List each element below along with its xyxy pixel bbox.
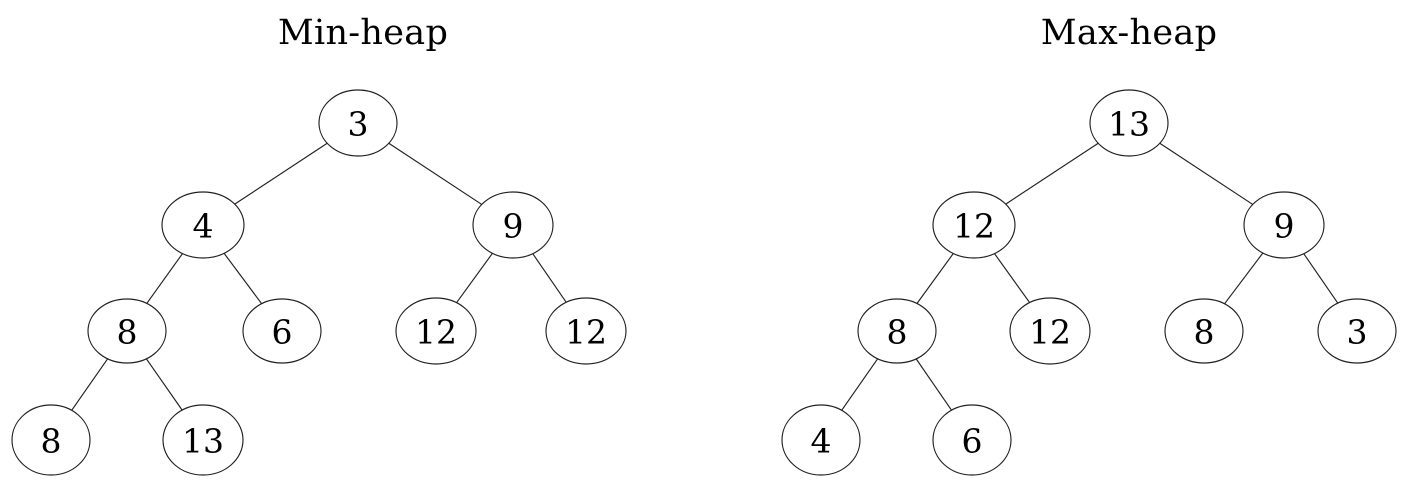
tree-edge xyxy=(234,142,328,205)
tree-edge xyxy=(145,358,183,411)
tree-node[interactable]: 8 xyxy=(87,298,167,364)
node-value-label: 8 xyxy=(1194,313,1215,352)
node-value-label: 3 xyxy=(1347,313,1368,352)
tree-edge xyxy=(915,358,952,411)
tree-node[interactable]: 6 xyxy=(242,298,322,364)
tree-node[interactable]: 12 xyxy=(932,191,1016,259)
tree-node[interactable]: 13 xyxy=(162,404,244,476)
tree-edge xyxy=(71,358,109,411)
node-circle xyxy=(395,297,477,365)
tree-node[interactable]: 12 xyxy=(1009,297,1091,365)
node-value-label: 3 xyxy=(348,105,369,144)
tree-edge xyxy=(388,142,483,205)
tree-node[interactable]: 9 xyxy=(1243,191,1325,259)
tree-node[interactable]: 4 xyxy=(161,191,245,259)
tree-edge xyxy=(532,253,567,303)
node-value-label: 12 xyxy=(565,313,607,352)
node-circle xyxy=(1164,298,1244,364)
tree-node[interactable]: 8 xyxy=(857,298,937,364)
node-circle xyxy=(318,89,398,157)
node-circle xyxy=(87,298,167,364)
node-value-label: 9 xyxy=(1274,207,1295,246)
node-circle xyxy=(545,297,627,365)
node-circle xyxy=(932,191,1016,259)
node-circle xyxy=(857,298,937,364)
tree-edge xyxy=(1303,253,1339,304)
node-circle xyxy=(932,404,1012,476)
tree-node[interactable]: 13 xyxy=(1089,89,1169,157)
tree-title: Max-heap xyxy=(1041,13,1218,53)
node-value-label: 6 xyxy=(962,422,983,461)
node-circle xyxy=(1243,191,1325,259)
titles-layer: Min-heap Max-heap xyxy=(278,13,1217,53)
node-value-label: 12 xyxy=(415,313,457,352)
tree-edge xyxy=(146,253,183,304)
node-circle xyxy=(1317,298,1397,364)
tree-edge xyxy=(1224,252,1264,305)
nodes-layer: 3 4 9 8 6 12 12 8 13 13 12 9 8 12 8 3 4 6 xyxy=(11,89,1397,476)
node-circle xyxy=(781,404,861,476)
tree-edge xyxy=(916,253,954,304)
node-circle xyxy=(11,404,91,476)
tree-edge xyxy=(223,252,263,305)
tree-edge xyxy=(1159,142,1254,205)
node-value-label: 8 xyxy=(41,422,62,461)
node-circle xyxy=(1009,297,1091,365)
node-circle xyxy=(162,404,244,476)
node-value-label: 6 xyxy=(272,313,293,352)
tree-node[interactable]: 3 xyxy=(1317,298,1397,364)
node-circle xyxy=(242,298,322,364)
node-value-label: 12 xyxy=(1029,313,1071,352)
node-value-label: 8 xyxy=(117,313,138,352)
node-value-label: 13 xyxy=(1108,105,1150,144)
tree-node[interactable]: 8 xyxy=(1164,298,1244,364)
tree-node[interactable]: 8 xyxy=(11,404,91,476)
tree-edge xyxy=(1005,142,1099,205)
node-circle xyxy=(472,191,554,259)
tree-node[interactable]: 12 xyxy=(395,297,477,365)
node-value-label: 13 xyxy=(182,422,224,461)
node-value-label: 12 xyxy=(953,207,995,246)
node-value-label: 9 xyxy=(503,207,524,246)
tree-edge xyxy=(994,253,1031,303)
tree-node[interactable]: 9 xyxy=(472,191,554,259)
tree-node[interactable]: 4 xyxy=(781,404,861,476)
tree-edge xyxy=(456,252,493,304)
node-value-label: 4 xyxy=(811,422,832,461)
tree-node[interactable]: 3 xyxy=(318,89,398,157)
node-circle xyxy=(1089,89,1169,157)
tree-edge xyxy=(841,358,879,411)
tree-node[interactable]: 6 xyxy=(932,404,1012,476)
edges-layer xyxy=(71,142,1339,411)
node-circle xyxy=(161,191,245,259)
node-value-label: 8 xyxy=(887,313,908,352)
tree-node[interactable]: 12 xyxy=(545,297,627,365)
tree-title: Min-heap xyxy=(278,13,448,53)
node-value-label: 4 xyxy=(193,207,214,246)
